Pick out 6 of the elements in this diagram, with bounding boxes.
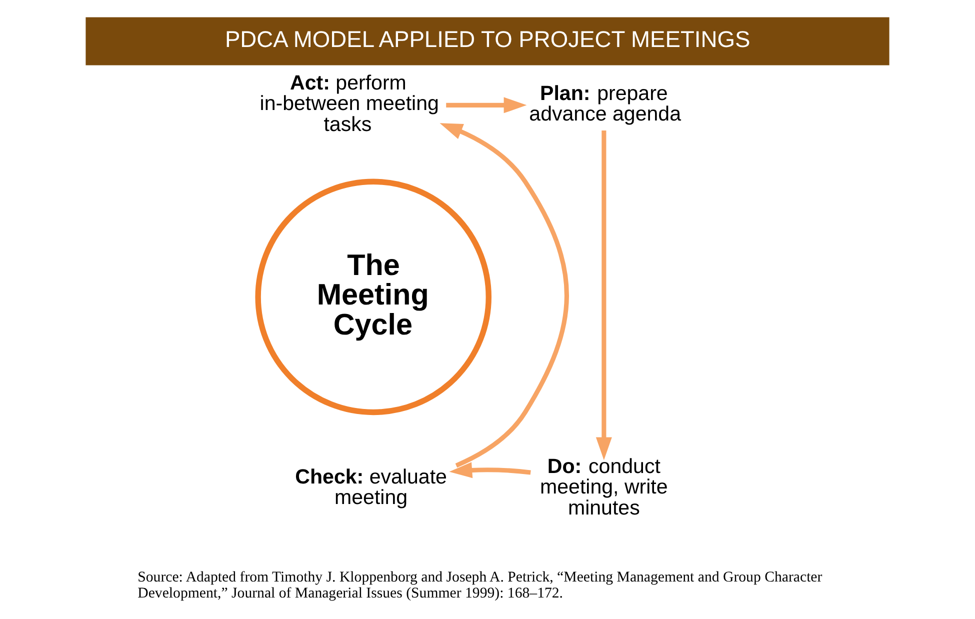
- caption: Source: Adapted from Timothy J. Kloppenborg and Joseph A. Petrick, “Meeting Management and Group Character Development,” Journal of Managerial Issues (Summer 1999): 168–172.: [138, 570, 822, 602]
- node-text: Plan: prepare advance agenda: [529, 82, 682, 126]
- node-text: Check: evaluate meeting: [295, 465, 447, 510]
- node-text: Do: conduct meeting, write minutes: [540, 455, 668, 520]
- diagram-title: PDCA MODEL APPLIED TO PROJECT MEETINGS: [224, 26, 750, 52]
- node-text: Act: perform in-between meeting tasks: [260, 72, 439, 136]
